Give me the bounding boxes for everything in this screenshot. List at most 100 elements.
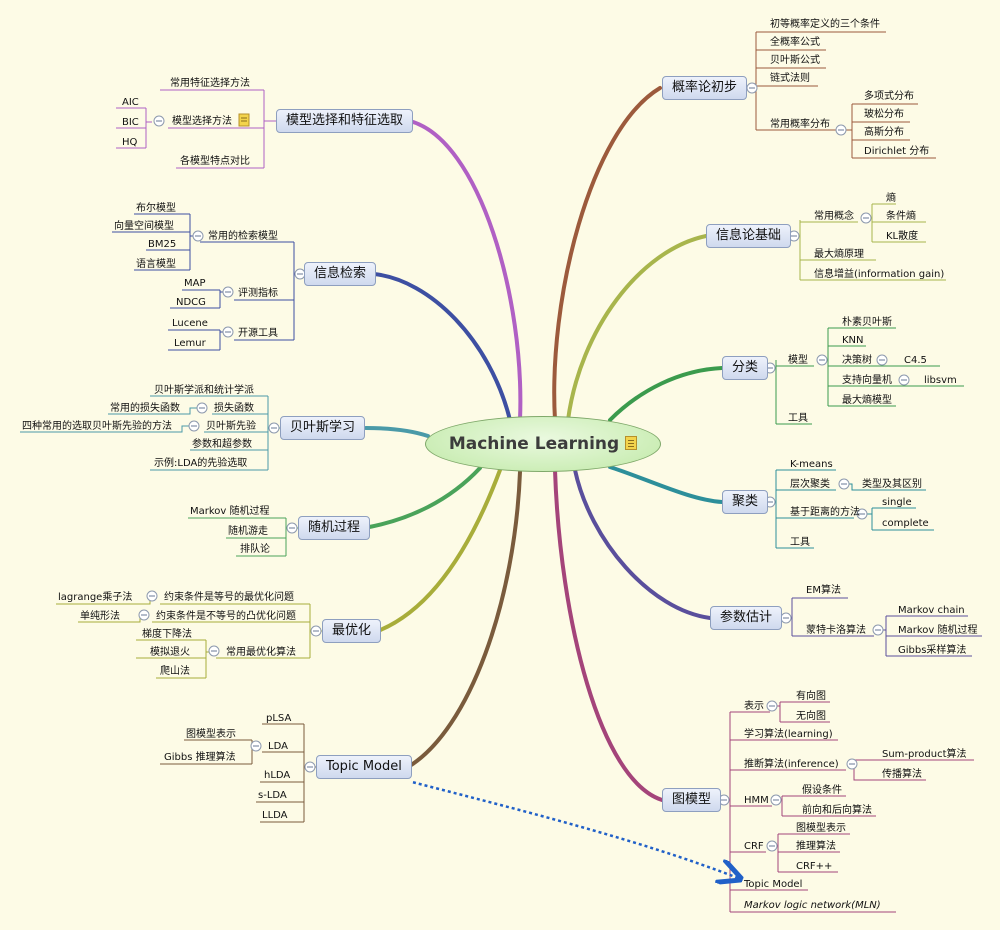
node-label[interactable]: CRF++ [796, 861, 832, 872]
topic-cluster[interactable]: 聚类 [722, 490, 769, 514]
node-label[interactable]: HMM [744, 795, 769, 806]
node-label[interactable]: 无向图 [796, 709, 826, 722]
node-label[interactable]: 最大熵模型 [842, 393, 892, 406]
node-label[interactable]: 常用最优化算法 [226, 645, 296, 658]
node-label[interactable]: 模型选择方法 [172, 114, 232, 127]
node-label[interactable]: 基于距离的方法 [790, 505, 860, 518]
node-label[interactable]: BM25 [148, 239, 176, 250]
node-label[interactable]: 常用概念 [814, 209, 854, 222]
node-label[interactable]: CRF [744, 841, 764, 852]
node-label[interactable]: 贝叶斯公式 [770, 53, 820, 66]
node-label[interactable]: 推断算法(inference) [744, 757, 839, 770]
node-label[interactable]: BIC [122, 117, 139, 128]
node-label[interactable]: 推理算法 [796, 839, 836, 852]
node-label[interactable]: 爬山法 [160, 664, 190, 677]
topic-model-selection[interactable]: 模型选择和特征选取 [276, 109, 414, 133]
node-label[interactable]: 约束条件是等号的最优化问题 [164, 590, 294, 603]
node-label[interactable]: 最大熵原理 [814, 247, 864, 260]
node-label[interactable]: EM算法 [806, 583, 841, 596]
node-label[interactable]: 链式法则 [770, 71, 810, 84]
node-label[interactable]: 朴素贝叶斯 [842, 315, 892, 328]
node-label[interactable]: 前向和后向算法 [802, 803, 872, 816]
node-label[interactable]: 常用概率分布 [770, 117, 830, 130]
node-label[interactable]: 初等概率定义的三个条件 [770, 17, 880, 30]
node-label[interactable]: KNN [842, 335, 864, 346]
node-label[interactable]: 有向图 [796, 689, 826, 702]
node-label[interactable]: 决策树 [842, 353, 872, 366]
relationship-arrow[interactable] [411, 780, 738, 878]
node-label[interactable]: 图模型表示 [796, 821, 846, 834]
node-label[interactable]: 熵 [886, 191, 896, 204]
node-label[interactable]: 四种常用的选取贝叶斯先验的方法 [22, 419, 172, 432]
node-label[interactable]: LLDA [262, 810, 288, 821]
node-label[interactable]: 随机游走 [228, 524, 268, 537]
node-label[interactable]: Markov chain [898, 605, 965, 616]
node-label[interactable]: 模拟退火 [150, 645, 190, 658]
node-label[interactable]: single [882, 497, 912, 508]
node-label[interactable]: 支持向量机 [842, 373, 892, 386]
node-label[interactable]: hLDA [264, 770, 290, 781]
node-label[interactable]: 常用特征选择方法 [170, 76, 250, 89]
node-label[interactable]: 约束条件是不等号的凸优化问题 [156, 609, 296, 622]
node-label[interactable]: 排队论 [240, 542, 270, 555]
node-label[interactable]: 损失函数 [214, 401, 254, 414]
note-icon[interactable] [238, 113, 250, 127]
node-label[interactable]: 模型 [788, 353, 808, 366]
node-label[interactable]: Gibbs采样算法 [898, 643, 966, 656]
node-label[interactable]: 多项式分布 [864, 89, 914, 102]
node-label[interactable]: 高斯分布 [864, 125, 904, 138]
node-label[interactable]: pLSA [266, 713, 291, 724]
node-label[interactable]: 学习算法(learning) [744, 727, 833, 740]
node-label[interactable]: 常用的损失函数 [110, 401, 180, 414]
node-label[interactable]: 梯度下降法 [142, 627, 192, 640]
note-icon[interactable] [625, 436, 638, 450]
node-label[interactable]: 示例:LDA的先验选取 [154, 456, 247, 469]
node-label[interactable]: AIC [122, 97, 139, 108]
node-label[interactable]: Markov logic network(MLN) [744, 900, 881, 911]
central-topic[interactable]: Machine Learning [425, 416, 661, 472]
node-label[interactable]: 全概率公式 [770, 35, 820, 48]
node-label[interactable]: 参数和超参数 [192, 437, 252, 450]
node-label[interactable]: 条件熵 [886, 209, 916, 222]
topic-info[interactable]: 信息论基础 [706, 224, 792, 248]
node-label[interactable]: C4.5 [904, 355, 927, 366]
node-label[interactable]: Dirichlet 分布 [864, 145, 929, 157]
topic-graph[interactable]: 图模型 [662, 788, 722, 812]
node-label[interactable]: Lucene [172, 318, 208, 329]
node-label[interactable]: 常用的检索模型 [208, 229, 278, 242]
node-label[interactable]: 开源工具 [238, 326, 278, 339]
node-label[interactable]: NDCG [176, 297, 206, 308]
node-label[interactable]: K-means [790, 459, 833, 470]
node-label[interactable]: Markov 随机过程 [898, 623, 978, 636]
node-label[interactable]: Lemur [174, 338, 207, 349]
node-label[interactable]: 假设条件 [802, 783, 842, 796]
topic-prob[interactable]: 概率论初步 [662, 76, 748, 100]
topic-param[interactable]: 参数估计 [710, 606, 783, 630]
node-label[interactable]: Gibbs 推理算法 [164, 750, 236, 763]
node-label[interactable]: 表示 [744, 699, 764, 712]
topic-bayes[interactable]: 贝叶斯学习 [280, 416, 366, 440]
node-label[interactable]: 信息增益(information gain) [814, 267, 944, 280]
node-label[interactable]: complete [882, 518, 929, 529]
topic-classify[interactable]: 分类 [722, 356, 769, 380]
node-label[interactable]: 布尔模型 [136, 201, 176, 214]
node-label[interactable]: lagrange乘子法 [58, 590, 132, 603]
node-label[interactable]: 贝叶斯学派和统计学派 [154, 383, 254, 396]
node-label[interactable]: 玻松分布 [864, 107, 904, 120]
topic-random-process[interactable]: 随机过程 [298, 516, 371, 540]
node-label[interactable]: 工具 [788, 412, 808, 424]
node-label[interactable]: 类型及其区别 [862, 477, 922, 490]
node-label[interactable]: 各模型特点对比 [180, 154, 250, 167]
node-label[interactable]: 语言模型 [136, 257, 176, 270]
node-label[interactable]: Sum-product算法 [882, 747, 967, 760]
node-label[interactable]: HQ [122, 137, 138, 148]
node-label[interactable]: KL散度 [886, 229, 918, 242]
node-label[interactable]: 评测指标 [238, 286, 278, 299]
node-label[interactable]: Markov 随机过程 [190, 504, 270, 517]
node-label[interactable]: 单纯形法 [80, 609, 120, 622]
node-label[interactable]: libsvm [924, 375, 957, 386]
node-label[interactable]: 工具 [790, 536, 810, 548]
node-label[interactable]: 蒙特卡洛算法 [806, 623, 866, 636]
topic-retrieval[interactable]: 信息检索 [304, 262, 377, 286]
topic-optimization[interactable]: 最优化 [322, 619, 382, 643]
